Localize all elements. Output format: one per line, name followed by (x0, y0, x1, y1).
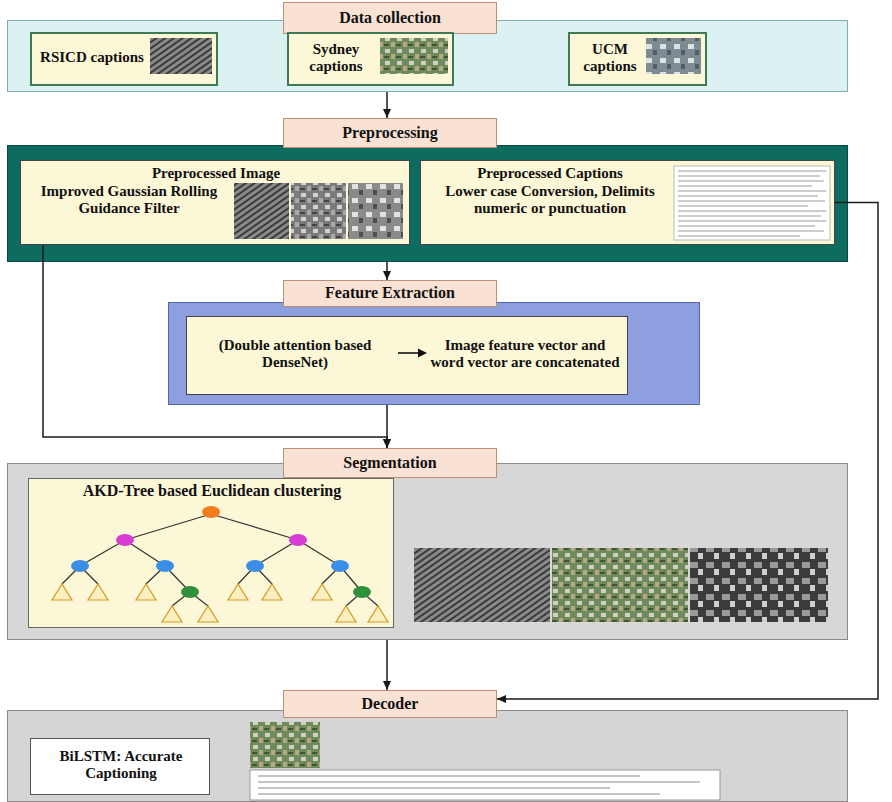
stage-panel: DecoderBiLSTM: Accurate Captioning (7, 690, 848, 802)
text-holder: Lower case Conversion, Delimits numeric … (427, 183, 673, 218)
process-box: BiLSTM: Accurate Captioning (30, 738, 210, 795)
box-label: UCM captions (574, 41, 646, 76)
stage-panel: Data collectionRSICD captions Sydney capt… (7, 2, 848, 92)
process-box: RSICD captions (30, 32, 218, 86)
process-box: AKD-Tree based Euclidean clustering (28, 478, 394, 628)
text-holder: (Double attention based DenseNet) (195, 317, 395, 391)
stage-panel: PreprocessingPreprocessed ImageImproved … (7, 118, 848, 262)
box-label: Sydney captions (293, 41, 379, 76)
process-box: (Double attention based DenseNet) Image f… (186, 316, 628, 395)
box-label: BiLSTM: Accurate Captioning (31, 748, 211, 783)
text-holder: RSICD captions (36, 34, 148, 82)
stage-title: Preprocessing (342, 124, 437, 142)
stage-header: Decoder (283, 690, 497, 718)
box-label: RSICD captions (40, 49, 144, 66)
stage-header: Feature Extraction (283, 280, 497, 307)
stage-title: Feature Extraction (325, 284, 455, 302)
flow-arrow (386, 405, 388, 448)
text-holder: Preprocessed Captions (427, 164, 673, 182)
text-holder: Sydney captions (293, 34, 379, 82)
process-box: UCM captions (568, 32, 707, 86)
text-holder: BiLSTM: Accurate Captioning (31, 739, 211, 791)
stage-title: Segmentation (343, 454, 436, 472)
process-box: Preprocessed CaptionsLower case Conversi… (420, 160, 835, 245)
process-box: Sydney captions (287, 32, 454, 86)
text-holder: Preprocessed Image (21, 164, 411, 182)
stage-panel: SegmentationAKD-Tree based Euclidean clu… (7, 448, 848, 640)
stage-header: Data collection (283, 2, 497, 34)
box-label: AKD-Tree based Euclidean clustering (83, 482, 342, 500)
box-heading: Preprocessed Captions (477, 165, 623, 182)
stage-header: Preprocessing (283, 118, 497, 148)
box-label: Improved Gaussian Rolling Guidance Filte… (27, 183, 231, 218)
stage-title: Data collection (339, 9, 441, 27)
box-heading: (Double attention based DenseNet) (195, 337, 395, 372)
text-holder: Image feature vector and word vector are… (429, 317, 621, 391)
process-box: Preprocessed ImageImproved Gaussian Roll… (20, 160, 410, 245)
box-label: Image feature vector and word vector are… (429, 337, 621, 372)
text-holder: Improved Gaussian Rolling Guidance Filte… (27, 183, 231, 218)
flow-arrow (386, 92, 388, 118)
text-holder: UCM captions (574, 34, 646, 82)
stage-panel: Feature Extraction (Double attention base… (168, 280, 700, 405)
text-holder: AKD-Tree based Euclidean clustering (29, 482, 395, 500)
flow-arrow (386, 262, 388, 280)
flow-arrow (386, 640, 388, 690)
stage-title: Decoder (362, 695, 419, 713)
stage-header: Segmentation (283, 448, 497, 478)
box-label: Lower case Conversion, Delimits numeric … (427, 183, 673, 218)
box-heading: Preprocessed Image (152, 165, 280, 182)
